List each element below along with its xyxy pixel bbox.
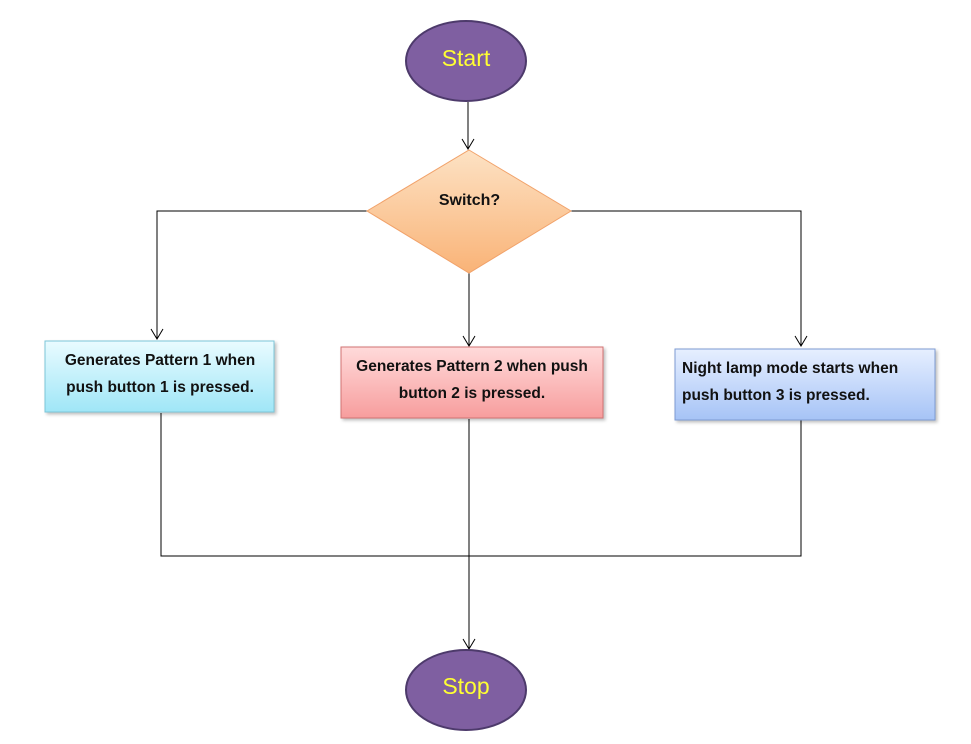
edge-nightlamp-to-merge: [469, 420, 802, 557]
stop-oval: [405, 649, 527, 731]
decision-diamond: [366, 149, 572, 274]
pattern2-box: [340, 346, 604, 419]
decision-label: Switch?: [438, 192, 501, 209]
edge-pattern2-arrowhead: [462, 335, 476, 347]
edge-decision-to-nightlamp: [571, 210, 802, 346]
nightlamp-label: Night lamp mode starts when push button …: [682, 360, 899, 404]
stop-label: Stop: [442, 672, 490, 699]
edge-stop-arrowhead: [462, 638, 476, 650]
pattern1-box: [44, 340, 275, 413]
edge-nightlamp-arrowhead: [794, 335, 808, 347]
edge-pattern1-arrowhead: [150, 328, 164, 340]
edge-pattern1-to-merge: [160, 413, 469, 557]
nightlamp-box: [674, 348, 936, 421]
pattern2-label: Generates Pattern 2 when push button 2 i…: [356, 358, 588, 402]
start-oval: [405, 20, 527, 102]
pattern1-label: Generates Pattern 1 when push button 1 i…: [64, 352, 256, 396]
start-label: Start: [441, 44, 491, 71]
edge-start-arrowhead: [461, 138, 475, 150]
edge-decision-to-pattern1: [156, 210, 367, 339]
